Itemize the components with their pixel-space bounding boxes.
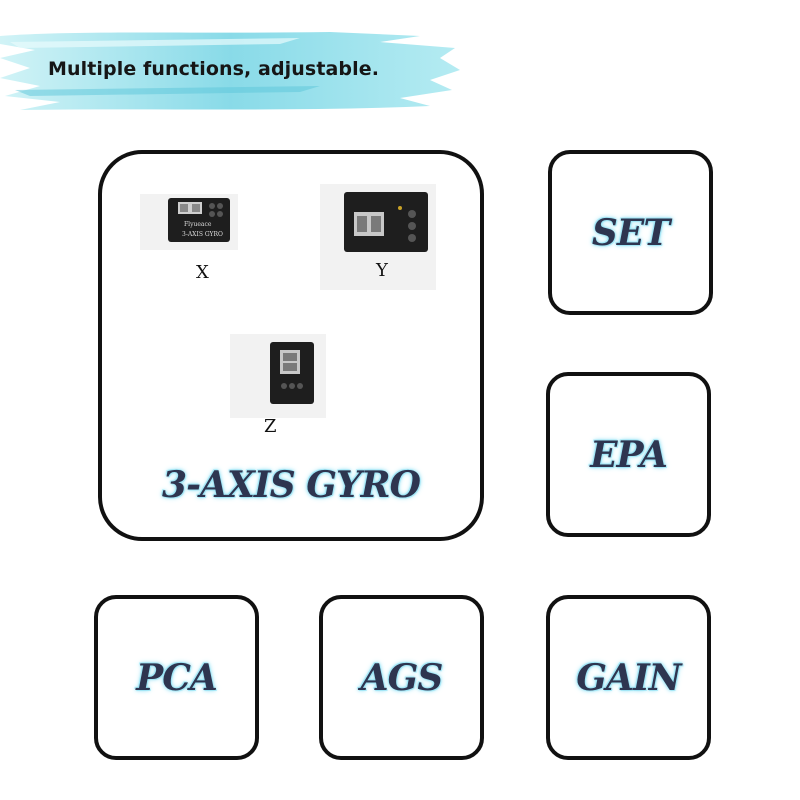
feature-tile-gain: GAIN: [546, 595, 711, 760]
axis-label-z: Z: [264, 416, 277, 437]
feature-tile-set: SET: [548, 150, 713, 315]
brush-stroke-banner: [0, 32, 460, 110]
feature-label-set: SET: [591, 212, 670, 254]
feature-tile-epa: EPA: [546, 372, 711, 537]
feature-label-epa: EPA: [590, 434, 668, 476]
page-heading: Multiple functions, adjustable.: [48, 58, 380, 80]
gyro-feature-tile: Flyueace 3-AXIS GYRO X Y Z 3-AXIS GYRO: [98, 150, 484, 541]
feature-label-ags: AGS: [360, 657, 444, 699]
axis-label-y: Y: [376, 260, 388, 281]
feature-tile-ags: AGS: [319, 595, 484, 760]
gyro-title: 3-AXIS GYRO: [162, 464, 421, 506]
feature-label-pca: PCA: [136, 657, 218, 699]
gyro-module-brand: Flyueace: [184, 221, 212, 228]
feature-tile-pca: PCA: [94, 595, 259, 760]
feature-label-gain: GAIN: [576, 657, 681, 699]
gyro-module-z-photo: [230, 334, 326, 418]
axis-label-x: X: [196, 262, 209, 283]
gyro-module-y-photo: [320, 184, 436, 290]
gyro-module-x-photo: Flyueace 3-AXIS GYRO: [140, 194, 238, 250]
gyro-module-model: 3-AXIS GYRO: [182, 231, 223, 238]
